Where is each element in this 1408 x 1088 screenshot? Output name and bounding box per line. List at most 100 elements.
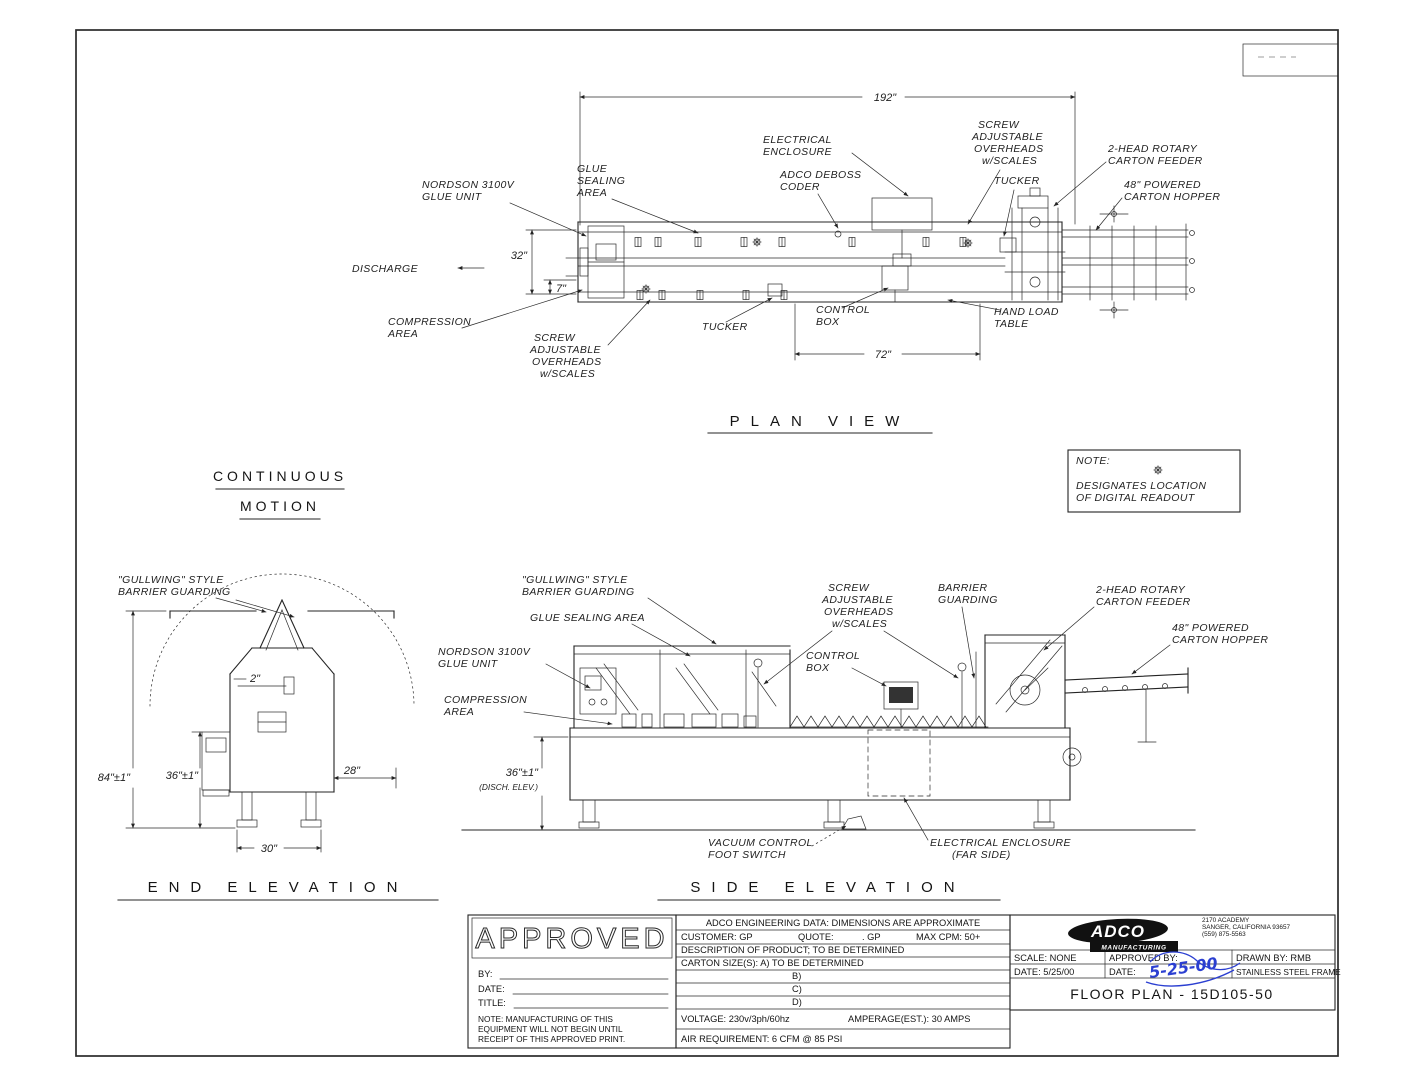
side-dimensions: 36"±1" (DISCH. ELEV.) xyxy=(479,736,569,831)
plan-view-title: PLAN VIEW xyxy=(707,413,933,434)
label-gullwing-end-2: BARRIER GUARDING xyxy=(118,586,231,598)
revision-box xyxy=(1242,43,1339,77)
label-deboss-2: CODER xyxy=(780,181,820,193)
label-vacuum-2: FOOT SWITCH xyxy=(708,849,786,861)
label-rotary-side-2: CARTON FEEDER xyxy=(1096,596,1191,608)
eng-max-cpm: MAX CPM: 50+ xyxy=(916,932,980,942)
dim-192-text: 192" xyxy=(874,92,897,104)
tucker-plan xyxy=(767,283,783,297)
label-glue-sealing-3: AREA xyxy=(576,187,607,199)
label-screw-side-4: w/SCALES xyxy=(832,618,887,630)
adco-logo: ADCO MANUFACTURING xyxy=(1068,918,1178,952)
label-vacuum-1: VACUUM CONTROL xyxy=(708,837,813,849)
label-electrical-far-1: ELECTRICAL ENCLOSURE xyxy=(930,837,1071,849)
dim-2-text: 2" xyxy=(249,673,261,685)
company-address-2: SANGER, CALIFORNIA 93657 xyxy=(1202,924,1291,931)
electrical-enclosure-dashed xyxy=(867,729,931,797)
label-nordson-side-1: NORDSON 3100V xyxy=(438,646,531,658)
eng-carton-a: CARTON SIZE(S): A) TO BE DETERMINED xyxy=(681,958,864,968)
label-screw-top-2: ADJUSTABLE xyxy=(971,131,1044,143)
eng-carton-d: D) xyxy=(792,997,802,1007)
note-box: NOTE: DESIGNATES LOCATION OF DIGITAL REA… xyxy=(1067,449,1241,513)
end-elevation-title: END ELEVATION xyxy=(117,879,439,901)
label-screw-top-4: w/SCALES xyxy=(982,155,1037,167)
dim-30-text: 30" xyxy=(261,843,278,855)
label-compression-1: COMPRESSION xyxy=(388,316,471,328)
eng-amperage: AMPERAGE(EST.): 30 AMPS xyxy=(848,1014,970,1024)
end-elevation: "GULLWING" STYLE BARRIER GUARDING 84"±1"… xyxy=(98,573,439,901)
field-approved-by: APPROVED BY: xyxy=(1109,953,1178,963)
foot-switch xyxy=(841,815,867,830)
glue-unit-side xyxy=(579,667,617,715)
label-discharge: DISCHARGE xyxy=(352,263,419,275)
eng-carton-b: B) xyxy=(792,971,801,981)
label-compression-side-1: COMPRESSION xyxy=(444,694,527,706)
approved-date-label: DATE: xyxy=(478,984,505,994)
title-block: APPROVED BY: DATE: TITLE: NOTE: MANUFACT… xyxy=(467,914,1341,1049)
electrical-enclosure-plan xyxy=(871,197,933,231)
side-elevation-title-text: SIDE ELEVATION xyxy=(690,879,965,896)
label-screw-bot-1: SCREW xyxy=(534,332,576,344)
plan-view: 192" xyxy=(352,91,1220,434)
note-heading: NOTE: xyxy=(1076,455,1110,467)
dim-36-side-text: 36"±1" xyxy=(506,767,539,779)
motion-line-1: CONTINUOUS xyxy=(213,468,347,484)
label-handload-2: TABLE xyxy=(994,318,1029,330)
approved-section: APPROVED BY: DATE: TITLE: NOTE: MANUFACT… xyxy=(467,914,677,1049)
label-handload-1: HAND LOAD xyxy=(994,306,1059,318)
dim-28-text: 28" xyxy=(343,765,361,777)
label-nordson-side-2: GLUE UNIT xyxy=(438,658,499,670)
label-gullwing-end-1: "GULLWING" STYLE xyxy=(118,574,224,586)
eng-header: ADCO ENGINEERING DATA: DIMENSIONS ARE AP… xyxy=(706,918,980,928)
label-compression-2: AREA xyxy=(387,328,418,340)
plan-bottom-labels: COMPRESSION AREA SCREW ADJUSTABLE OVERHE… xyxy=(387,287,1059,380)
label-glue-sealing-1: GLUE xyxy=(577,163,608,175)
company-section: ADCO MANUFACTURING 2170 ACADEMY SANGER, … xyxy=(1009,914,1341,1011)
label-gullwing-side-1: "GULLWING" STYLE xyxy=(522,574,628,586)
label-controlbox-side-1: CONTROL xyxy=(806,650,860,662)
label-controlbox-side-2: BOX xyxy=(806,662,830,674)
label-electrical-1: ELECTRICAL xyxy=(763,134,832,146)
label-glue-sealing-2: SEALING xyxy=(577,175,625,187)
adco-logo-name: ADCO xyxy=(1090,922,1145,941)
label-glue-sealing-side: GLUE SEALING AREA xyxy=(530,612,645,624)
field-approval-date-label: DATE: xyxy=(1109,967,1136,977)
approved-note-3: RECEIPT OF THIS APPROVED PRINT. xyxy=(478,1034,625,1044)
label-screw-bot-2: ADJUSTABLE xyxy=(529,344,602,356)
dim-72-text: 72" xyxy=(875,349,892,361)
end-machine xyxy=(149,573,415,828)
end-elevation-title-text: END ELEVATION xyxy=(148,879,409,896)
drawing-number: FLOOR PLAN - 15D105-50 xyxy=(1070,986,1273,1002)
label-controlbox-1: CONTROL xyxy=(816,304,870,316)
company-address-3: (559) 875-5563 xyxy=(1202,931,1246,938)
label-screw-side-2: ADJUSTABLE xyxy=(821,594,894,606)
label-tucker-top: TUCKER xyxy=(994,175,1040,187)
label-barrier-1: BARRIER xyxy=(938,582,987,594)
field-scale: SCALE: NONE xyxy=(1014,953,1077,963)
approved-stamp: APPROVED xyxy=(475,923,668,955)
note-line-1: DESIGNATES LOCATION xyxy=(1076,480,1206,492)
company-address-1: 2170 ACADEMY xyxy=(1202,917,1250,924)
plan-view-title-text: PLAN VIEW xyxy=(730,413,911,430)
field-drawn-by: DRAWN BY: RMB xyxy=(1236,953,1311,963)
engineering-section: ADCO ENGINEERING DATA: DIMENSIONS ARE AP… xyxy=(675,914,1011,1049)
motion-note: CONTINUOUS MOTION xyxy=(213,468,347,520)
label-screw-top-3: OVERHEADS xyxy=(974,143,1044,155)
eng-carton-c: C) xyxy=(792,984,802,994)
label-screw-top-1: SCREW xyxy=(978,119,1020,131)
field-date: DATE: 5/25/00 xyxy=(1014,967,1074,977)
end-dimensions: 84"±1" 36"±1" 2" 28" 30" xyxy=(98,610,397,855)
plan-feeder-hopper xyxy=(1004,187,1195,319)
dim-disch-note: (DISCH. ELEV.) xyxy=(479,782,538,792)
motion-line-2: MOTION xyxy=(240,498,320,514)
approved-by-label: BY: xyxy=(478,969,492,979)
label-rotary-2: CARTON FEEDER xyxy=(1108,155,1203,167)
readout-symbol xyxy=(752,237,762,247)
side-machine xyxy=(461,634,1196,831)
side-elevation-title: SIDE ELEVATION xyxy=(657,879,1001,901)
plan-machine-body xyxy=(565,197,1063,303)
note-line-2: OF DIGITAL READOUT xyxy=(1076,492,1196,504)
label-screw-side-1: SCREW xyxy=(828,582,870,594)
plan-top-labels: NORDSON 3100V GLUE UNIT GLUE SEALING ARE… xyxy=(422,119,1220,238)
label-screw-bot-3: OVERHEADS xyxy=(532,356,602,368)
